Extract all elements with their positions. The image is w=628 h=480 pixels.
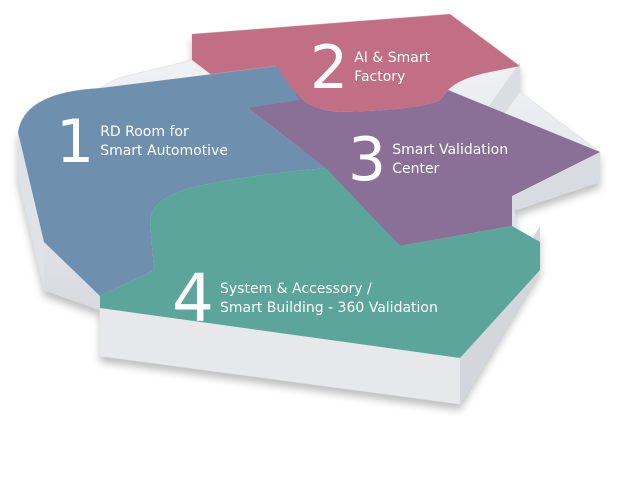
- zone-4-number: 4: [172, 260, 214, 337]
- zone-3-name-line-1: Smart Validation: [392, 142, 509, 158]
- zone-4-label: 4 System & Accessory / Smart Building - …: [172, 266, 438, 332]
- zone-3-number: 3: [348, 125, 387, 195]
- zone-1-number: 1: [56, 107, 95, 177]
- zone-1-name-line-1: RD Room for: [100, 124, 189, 140]
- zone-3-name: Smart Validation Center: [392, 141, 508, 179]
- zone-2-name: AI & Smart Factory: [354, 49, 430, 87]
- zone-3-area: [248, 90, 600, 246]
- zone-1-area: [18, 66, 326, 296]
- zone-2-number: 2: [310, 33, 349, 103]
- zone-1-name-line-2: Smart Automotive: [100, 143, 228, 159]
- zone-2-label: 2 AI & Smart Factory: [310, 38, 430, 98]
- zone-3-label: 3 Smart Validation Center: [348, 130, 508, 190]
- zone-4-name: System & Accessory / Smart Building - 36…: [220, 280, 438, 318]
- zone-2-name-line-1: AI & Smart: [354, 50, 431, 66]
- zone-4-area: [100, 168, 540, 358]
- zone-1-label: 1 RD Room for Smart Automotive: [56, 112, 228, 172]
- zone-1-name: RD Room for Smart Automotive: [100, 123, 228, 161]
- zone-3-name-line-2: Center: [392, 161, 440, 177]
- zone-2-name-line-2: Factory: [354, 69, 406, 85]
- zone-4-name-line-1: System & Accessory /: [220, 281, 372, 297]
- zone-4-name-line-2: Smart Building - 360 Validation: [220, 300, 438, 316]
